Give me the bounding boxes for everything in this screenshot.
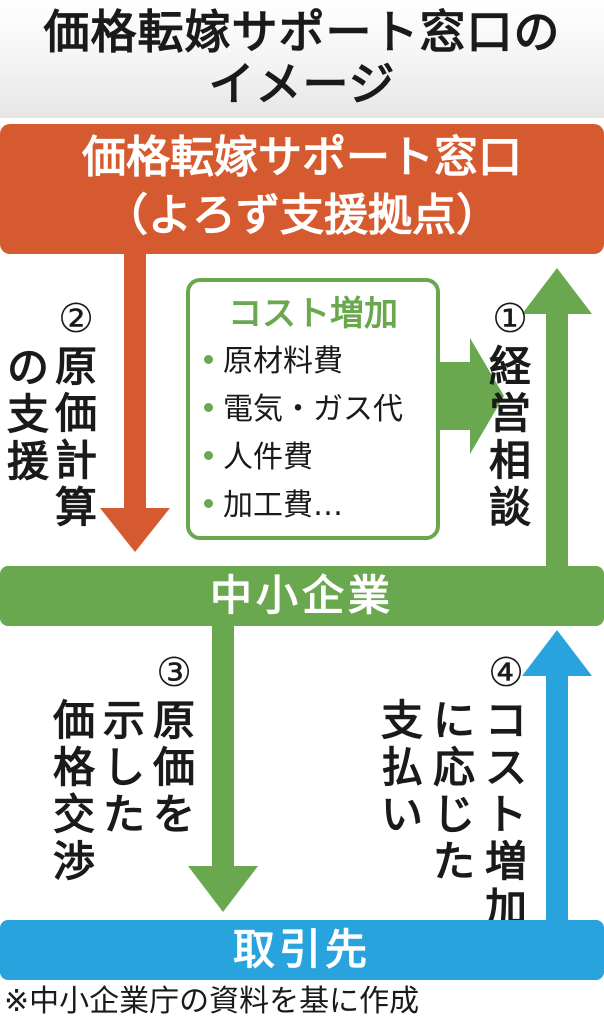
cost-item: 原材料費 xyxy=(204,344,343,380)
support-desk-subtitle: （よろず支援拠点） xyxy=(104,190,500,241)
step2-text-col1: 原価計算 xyxy=(54,342,97,532)
bullet-dot xyxy=(204,355,213,364)
arrow-down-red xyxy=(100,250,170,552)
step2-text-col2: の支援 xyxy=(6,343,49,486)
step1-label: ① 経営相談 xyxy=(486,296,534,531)
step2-number: ② xyxy=(58,296,94,342)
step1-number: ① xyxy=(492,296,528,342)
cost-increase-title: コスト増加 xyxy=(228,294,398,334)
diagram-title-line1: 価格転嫁サポート窓口の xyxy=(43,5,561,59)
cost-item: 電気・ガス代 xyxy=(204,392,403,428)
cost-item: 人件費 xyxy=(204,440,313,476)
step2-label: ② 原価計算 xyxy=(52,296,100,531)
source-note: ※中小企業庁の資料を基に作成 xyxy=(4,984,420,1019)
cost-item-label: 電気・ガス代 xyxy=(223,392,403,427)
title-area: 価格転嫁サポート窓口の イメージ xyxy=(0,0,604,118)
step1-text: 経営相談 xyxy=(488,342,531,532)
step4-label: ④ コスト増加 xyxy=(482,650,530,932)
partner-bar: 取引先 xyxy=(0,920,604,980)
arrow-down-green xyxy=(188,622,258,912)
arrow-up-blue xyxy=(522,630,592,924)
step4-text-col1: コスト増加 xyxy=(484,696,527,933)
sme-bar: 中小企業 xyxy=(0,566,604,626)
step4-text-col2: に応じた xyxy=(432,696,475,886)
support-desk-box: 価格転嫁サポート窓口 （よろず支援拠点） xyxy=(0,124,604,254)
cost-item: 加工費… xyxy=(204,488,343,524)
step4-text-col3: 支払い xyxy=(380,696,423,839)
support-desk-name: 価格転嫁サポート窓口 xyxy=(82,132,522,183)
step3-number: ③ xyxy=(156,650,192,696)
diagram-title-line2: イメージ xyxy=(208,57,396,111)
step3-text-col2: 示した xyxy=(102,696,145,839)
cost-item-label: 人件費 xyxy=(223,440,313,475)
cost-item-label: 原材料費 xyxy=(223,344,343,379)
cost-item-label: 加工費… xyxy=(223,488,343,523)
step3-text-col3: 価格交渉 xyxy=(52,696,95,886)
bullet-dot xyxy=(204,451,213,460)
arrow-right-green xyxy=(440,338,504,454)
arrow-up-green xyxy=(522,268,592,572)
step4-number: ④ xyxy=(488,650,524,696)
step3-label: ③ 原価を xyxy=(150,650,198,838)
bullet-dot xyxy=(204,499,213,508)
step3-text-col1: 原価を xyxy=(152,696,195,839)
cost-increase-box: コスト増加 原材料費 電気・ガス代 人件費 加工費… xyxy=(186,278,440,540)
bullet-dot xyxy=(204,403,213,412)
